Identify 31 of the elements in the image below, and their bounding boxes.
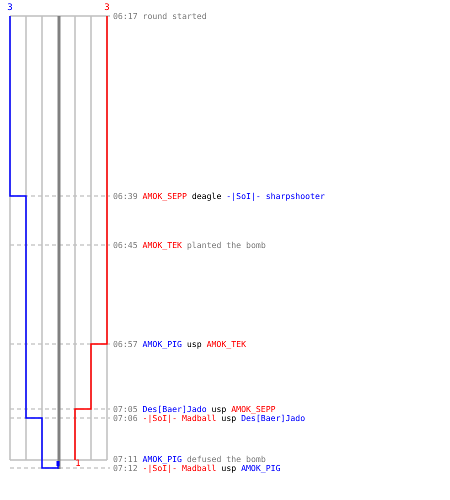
- player-name: Des[Baer]Jado: [241, 414, 306, 422]
- player-name: -|SoI|- sharpshooter: [226, 192, 325, 200]
- weapon-name: usp: [212, 404, 226, 414]
- player-name: -|SoI|- Madball: [142, 464, 216, 472]
- player-name: AMOK_SEPP: [231, 404, 276, 414]
- event-text: planted the bomb: [186, 240, 266, 250]
- timestamp: 06:57: [113, 340, 138, 348]
- timestamp: 07:06: [113, 414, 138, 422]
- player-count: 3: [104, 4, 110, 13]
- timestamp: 07:12: [113, 464, 138, 472]
- timestamp: 06:45: [113, 240, 138, 250]
- player-name: Des[Baer]Jado: [142, 404, 207, 414]
- player-name: AMOK_PIG: [241, 464, 281, 472]
- player-name: AMOK_TEK: [206, 340, 246, 348]
- weapon-name: deagle: [192, 192, 222, 200]
- event-text: round started: [142, 12, 207, 20]
- player-name: AMOK_SEPP: [142, 192, 187, 200]
- player-name: -|SoI|- Madball: [142, 414, 216, 422]
- player-name: AMOK_PIG: [142, 340, 182, 348]
- event-text: defused the bomb: [186, 454, 266, 464]
- player-name: AMOK_PIG: [142, 454, 182, 464]
- player-name: AMOK_TEK: [142, 240, 182, 250]
- timestamp: 06:39: [113, 192, 138, 200]
- weapon-name: usp: [186, 340, 202, 348]
- timestamp: 07:11: [113, 454, 138, 464]
- timestamp: 06:17: [113, 12, 138, 20]
- weapon-name: usp: [221, 464, 236, 472]
- player-count: 1: [74, 460, 82, 469]
- player-count: 3: [6, 4, 14, 13]
- weapon-name: usp: [221, 414, 236, 422]
- timestamp: 07:05: [113, 404, 138, 414]
